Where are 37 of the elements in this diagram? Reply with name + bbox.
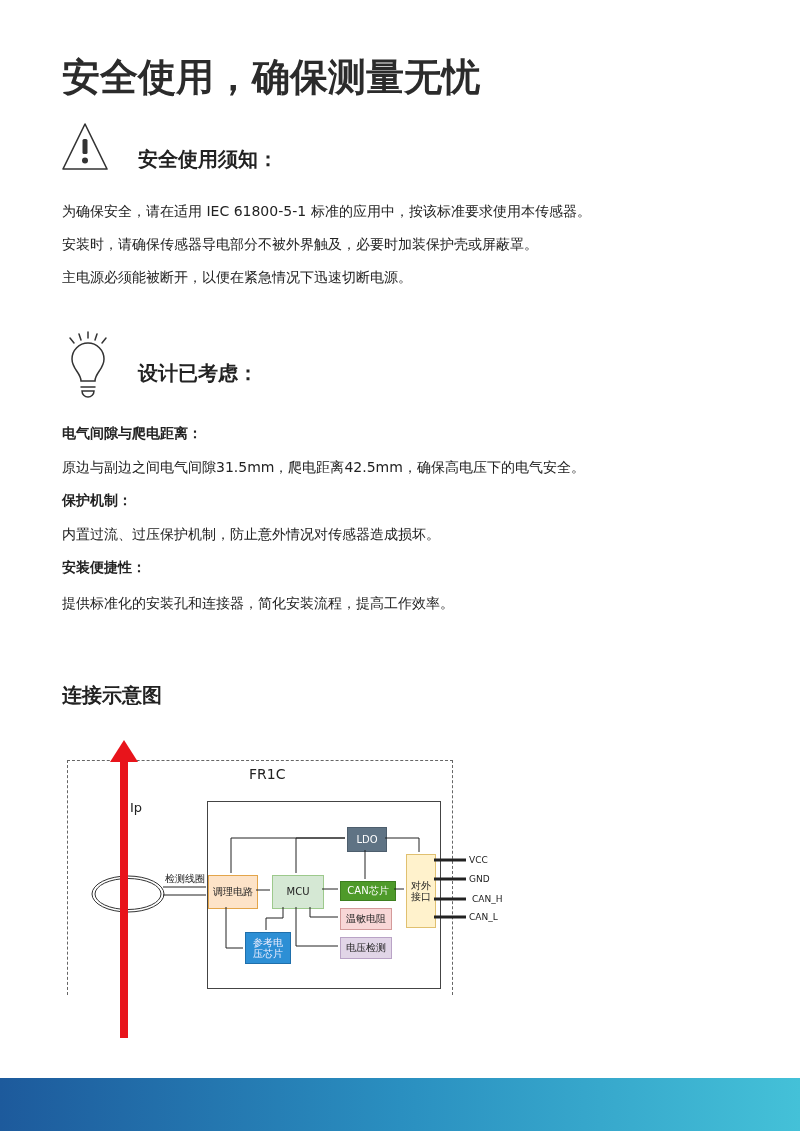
board-outline	[207, 801, 441, 989]
section-heading: 连接示意图	[62, 682, 162, 709]
pin-label: CAN_L	[469, 911, 505, 923]
pin-line	[434, 897, 466, 901]
edge-label: 检测线圈	[165, 872, 205, 886]
module-label: FR1C	[249, 766, 286, 783]
sensing-coil	[91, 875, 165, 913]
section-heading: 设计已考虑：	[138, 360, 258, 387]
paragraph: 为确保安全，请在适用 IEC 61800-5-1 标准的应用中，按该标准要求使用本传感器。	[62, 203, 591, 221]
component-box: LDO	[347, 827, 387, 852]
component-box: 调理电路	[208, 875, 258, 909]
subheading: 安装便捷性：	[62, 559, 146, 577]
paragraph: 主电源必须能被断开，以便在紧急情况下迅速切断电源。	[62, 269, 412, 287]
pin-label: VCC	[469, 854, 505, 866]
component-box: 参考电压芯片	[245, 932, 291, 964]
pin-line	[434, 858, 466, 862]
component-box: CAN芯片	[340, 881, 396, 901]
current-label: Ip	[130, 800, 143, 815]
component-box: MCU	[272, 875, 324, 909]
section-heading: 安全使用须知：	[138, 146, 278, 173]
component-box: 温敏电阻	[340, 908, 392, 930]
component-box: 电压检测	[340, 937, 392, 959]
connector-line	[295, 837, 346, 874]
subheading: 保护机制：	[62, 492, 132, 510]
paragraph: 原边与副边之间电气间隙31.5mm，爬电距离42.5mm，确保高电压下的电气安全。	[62, 459, 585, 477]
paragraph: 提供标准化的安装孔和连接器，简化安装流程，提高工作效率。	[62, 595, 454, 613]
pin-label: CAN_H	[472, 893, 508, 905]
subheading: 电气间隙与爬电距离：	[62, 425, 202, 443]
pin-line	[434, 915, 466, 919]
pin-line	[434, 877, 466, 881]
paragraph: 内置过流、过压保护机制，防止意外情况对传感器造成损坏。	[62, 526, 440, 544]
connector-line	[162, 886, 207, 896]
module-outline	[67, 760, 453, 995]
component-box: 对外接口	[406, 854, 436, 928]
page-title: 安全使用，确保测量无忧	[62, 54, 480, 101]
pin-label: GND	[469, 873, 505, 885]
paragraph: 安装时，请确保传感器导电部分不被外界触及，必要时加装保护壳或屏蔽罩。	[62, 236, 538, 254]
